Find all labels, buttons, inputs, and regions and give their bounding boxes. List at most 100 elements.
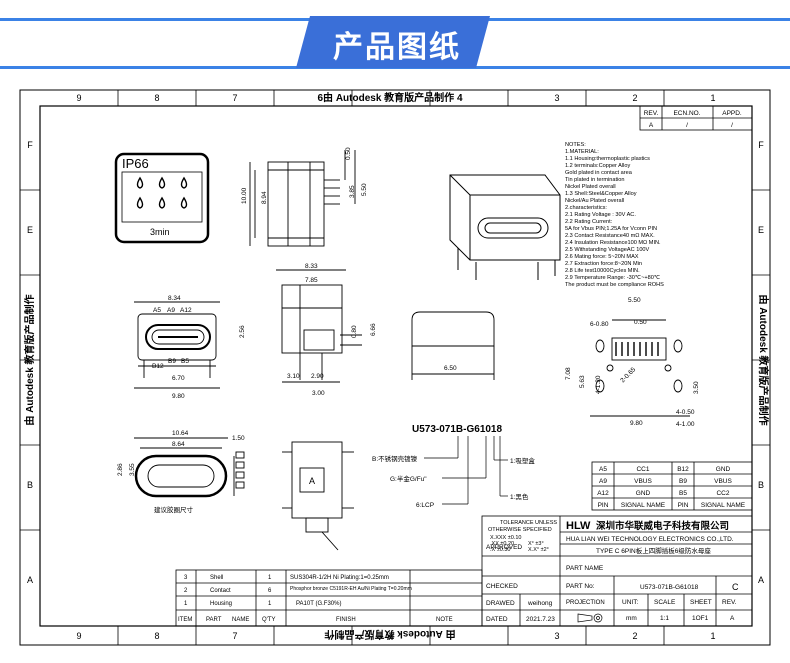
dim-label: 2-0.65 (619, 366, 637, 384)
dim-label: 3.00 (312, 390, 325, 397)
drawing-text: SUS304R-1/2H Ni Plating:1=0.25mm (290, 575, 389, 581)
drawing-text: GND (716, 466, 731, 473)
pin-label-bottom: B9 (168, 358, 176, 365)
col-label: 1 (710, 631, 715, 641)
drawing-text: 2.9 Temperature Range: -30℃~+80℃ (565, 275, 661, 281)
dim-label: 5.50 (628, 297, 641, 304)
drawing-text: PART (206, 617, 222, 623)
dim-label: 7.85 (305, 277, 318, 284)
seal-caption: 建议胶圈尺寸 (154, 505, 194, 514)
pin-label-top: A5 (153, 307, 161, 314)
dim-label: 6-0.80 (590, 321, 609, 328)
row-label: F (27, 140, 33, 150)
drawing-text: 1 (268, 601, 272, 607)
drawing-text: 2.6 Mating force: 5~20N MAX (565, 254, 639, 260)
dim-label: 6.66 (370, 323, 377, 336)
drawing-text: X° ±3° (528, 541, 544, 547)
callout-lines (424, 436, 508, 505)
drawing-text: 1 (268, 575, 272, 581)
dim-label: 4-0.50 (676, 409, 695, 416)
housing-side-view (411, 311, 495, 380)
drawing-text: APPROVED (486, 544, 522, 551)
drawing-text: VBUS (714, 478, 732, 485)
row-label: A (758, 575, 764, 585)
pin-label-top: A9 (167, 307, 175, 314)
row-label: E (758, 225, 764, 235)
col-label: 2 (632, 631, 637, 641)
drawing-text: 2.4 Insulation Resistance100 MΩ MIN. (565, 240, 661, 246)
drawing-text: Phosphor bronze C5191R-EH Au/Ni Plating … (290, 586, 412, 592)
drawing-text: VBUS (634, 478, 652, 485)
drawing-text: 1.2 terminals:Copper Alloy (565, 163, 630, 169)
drawing-text: Tin plated in termination (565, 177, 625, 183)
col-label: 2 (632, 93, 637, 103)
drawing-text: B9 (679, 478, 687, 485)
callout-plating: G:半金G/Fu" (390, 474, 427, 483)
company-name-en: HUA LIAN WEI TECHNOLOGY ELECTRONICS CO.,… (566, 536, 734, 543)
drawing-text: 2.2 Rating Current: (565, 219, 613, 225)
seal-ring-view (134, 437, 245, 498)
outer-frame (19, 89, 771, 646)
product-name: TYPE C 6PIN板上四脚插板6级防水母座 (596, 546, 711, 555)
pcb-layout (590, 319, 690, 417)
watermark-top: 6由 Autodesk 教育版产品制作 4 (317, 91, 462, 104)
watermark-left: 由 Autodesk 教育版产品制作 (23, 294, 36, 425)
col-label: 9 (76, 93, 81, 103)
ip-label: IP66 (122, 156, 149, 171)
ecn-value: / (686, 122, 688, 129)
drawing-text: ITEM (178, 617, 192, 623)
drawing-text: 2 (184, 588, 188, 594)
side-view (249, 150, 356, 247)
drawing-text: REV. (722, 599, 737, 606)
dim-label: 4-1.20 (595, 375, 602, 394)
dim-label: 3.50 (693, 381, 700, 394)
drawing-text: CC2 (716, 490, 729, 497)
view-marker-a: A (309, 476, 315, 486)
dim-label: 2.86 (117, 463, 124, 476)
col-label: 3 (554, 631, 559, 641)
section-view (276, 269, 362, 383)
drawing-text: 2.7 Extraction force:8~20N Min (565, 261, 642, 267)
dim-label: 2.56 (239, 325, 246, 338)
revision-table (639, 105, 753, 131)
drawing-text: 3 (184, 575, 188, 581)
bottom-view (282, 441, 354, 551)
drawing-text: SIGNAL NAME (701, 502, 746, 509)
callout-color: 1:黑色 (510, 492, 529, 501)
drawing-text: CHECKED (486, 583, 518, 590)
front-view (134, 301, 220, 389)
drawing-text: 1OF1 (692, 615, 709, 622)
row-label: A (27, 575, 33, 585)
dim-label: 8.34 (168, 295, 181, 302)
drawing-text: A (730, 615, 735, 622)
row-label: F (758, 140, 764, 150)
drawing-text: A5 (599, 466, 607, 473)
drawing-text: The product must be compliance ROHS (565, 282, 664, 288)
row-label: E (27, 225, 33, 235)
drawing-text: PIN (598, 502, 609, 509)
drawing-text: PART NAME (566, 565, 604, 572)
part-code: U573-071B-G61018 (412, 424, 502, 435)
drawing-text: 1 (184, 601, 188, 607)
drawing-text: DRAWED (486, 600, 515, 607)
watermark-bottom: 由 Autodesk 教育版产品制作 (324, 628, 455, 641)
drawing-text: UNIT: (622, 599, 638, 606)
company-block: HLW 深圳市华联威电子科技有限公司 HUA LIAN WEI TECHNOLO… (566, 520, 734, 555)
company-name-cn: 深圳市华联威电子科技有限公司 (596, 520, 729, 532)
drawing-text: .X ±0.30 (490, 547, 510, 553)
dim-label: 7.08 (565, 367, 572, 380)
dim-label: 9.80 (630, 420, 643, 427)
drawing-text: X.XXX ±0.10 (490, 535, 521, 541)
drawing-text: 2.5 Withstanding VoltageAC 100V (565, 247, 650, 253)
dim-label: 0.50 (345, 147, 352, 160)
title-block (175, 515, 753, 627)
drawing-text: 6 (268, 588, 272, 594)
drawing-text: PIN (678, 502, 689, 509)
drawing-text: C (732, 582, 739, 592)
drawing-text: Nickel Plated overall (565, 184, 616, 190)
drawing-text: SIGNAL NAME (621, 502, 666, 509)
rev-header: REV. (644, 110, 659, 117)
dim-label: 3.55 (129, 463, 136, 476)
